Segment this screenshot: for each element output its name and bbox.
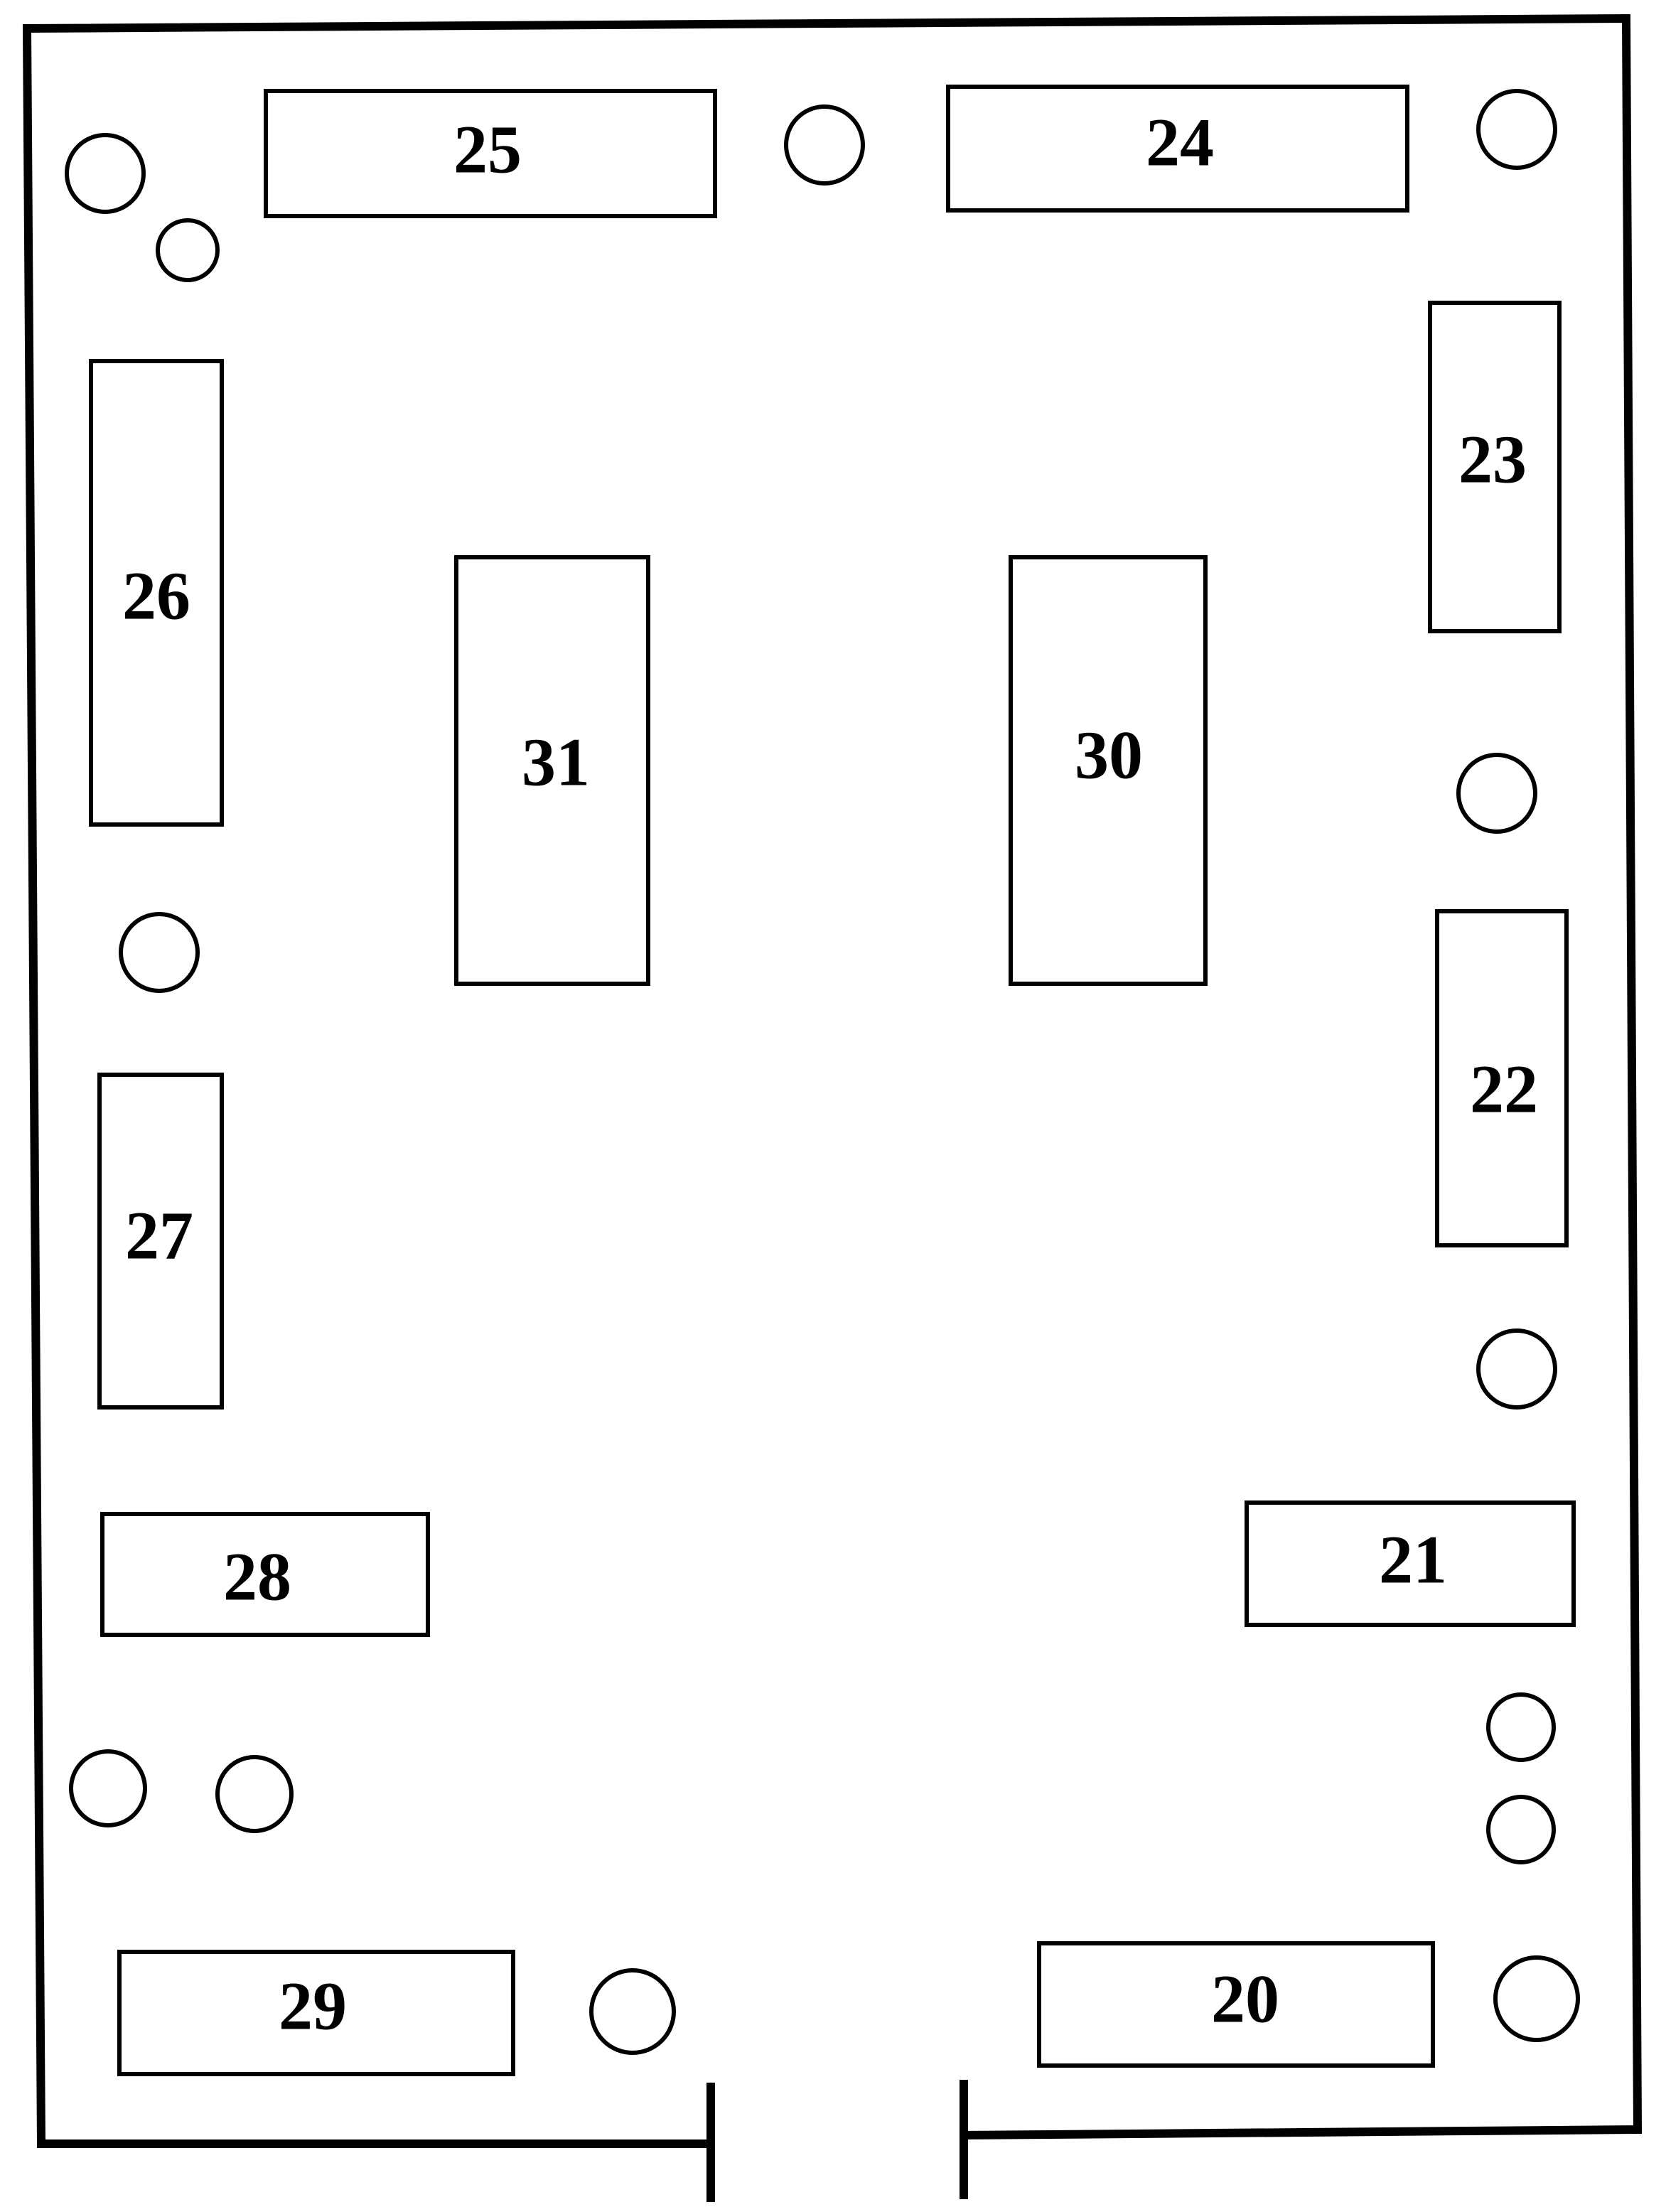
table-31-label: 31 xyxy=(522,724,590,800)
pillar-circle xyxy=(119,912,200,993)
table-23-rect xyxy=(1428,301,1562,633)
table-25-rect xyxy=(264,89,717,218)
pillar-circle xyxy=(1476,89,1557,170)
pillar-circle xyxy=(1486,1692,1556,1762)
outer-wall xyxy=(22,14,1643,2148)
table-27-label: 27 xyxy=(125,1198,193,1274)
table-22[interactable]: 22 xyxy=(1435,909,1569,1247)
table-30-label: 30 xyxy=(1075,717,1143,793)
pillar-circle xyxy=(1476,1328,1557,1410)
pillar-circle xyxy=(1493,1955,1580,2042)
table-26[interactable]: 26 xyxy=(89,359,224,827)
pillar-circle xyxy=(215,1755,294,1833)
pillar-circle xyxy=(589,1968,676,2055)
pillar-circle xyxy=(156,218,220,282)
table-21-rect xyxy=(1245,1500,1576,1627)
table-28-rect xyxy=(100,1512,430,1637)
pillar-circle xyxy=(1456,753,1537,834)
table-25-label: 25 xyxy=(453,112,522,188)
pillar-circle xyxy=(784,104,865,186)
table-24-label: 24 xyxy=(1146,104,1214,181)
table-20[interactable]: 20 xyxy=(1037,1941,1435,2068)
table-31[interactable]: 31 xyxy=(454,555,650,986)
table-28-label: 28 xyxy=(223,1539,291,1615)
table-21[interactable]: 21 xyxy=(1245,1500,1576,1627)
table-28[interactable]: 28 xyxy=(100,1512,430,1637)
table-24-rect xyxy=(946,85,1409,213)
table-22-rect xyxy=(1435,909,1569,1247)
table-30[interactable]: 30 xyxy=(1009,555,1208,986)
table-23[interactable]: 23 xyxy=(1428,301,1562,633)
table-20-rect xyxy=(1037,1941,1435,2068)
table-29-rect xyxy=(117,1950,515,2076)
table-26-label: 26 xyxy=(122,558,190,634)
table-21-label: 21 xyxy=(1379,1522,1447,1598)
table-30-rect xyxy=(1009,555,1208,986)
table-24[interactable]: 24 xyxy=(946,85,1409,213)
table-31-rect xyxy=(454,555,650,986)
table-22-label: 22 xyxy=(1470,1051,1538,1127)
pillar-circle xyxy=(65,133,146,214)
table-25[interactable]: 25 xyxy=(264,89,717,218)
table-26-rect xyxy=(89,359,224,827)
table-27-rect xyxy=(97,1073,224,1410)
table-23-label: 23 xyxy=(1458,422,1527,498)
pillar-circle xyxy=(1486,1795,1556,1864)
table-20-label: 20 xyxy=(1211,1961,1279,2037)
table-27[interactable]: 27 xyxy=(97,1073,224,1410)
table-29[interactable]: 29 xyxy=(117,1950,515,2076)
pillar-circle xyxy=(69,1749,147,1827)
table-29-label: 29 xyxy=(279,1968,347,2044)
